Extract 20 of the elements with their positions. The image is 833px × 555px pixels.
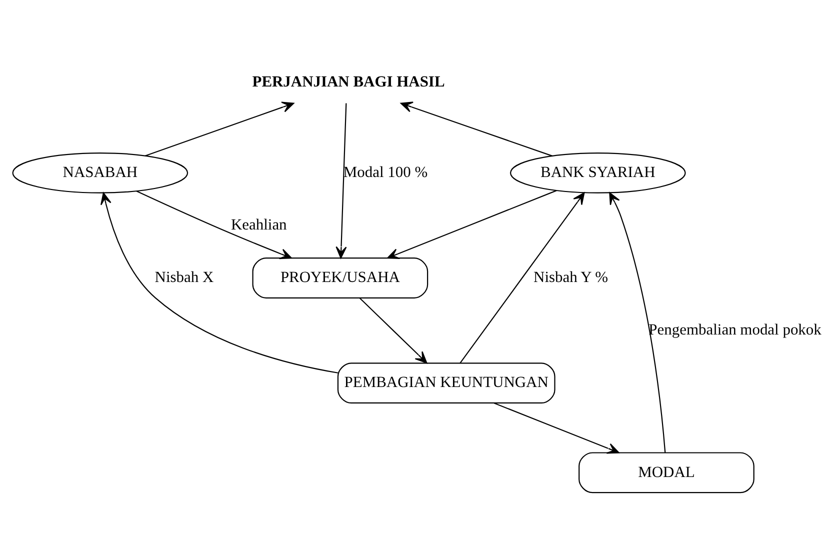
- arrow: [336, 102, 347, 258]
- arrow: [387, 190, 557, 259]
- edge-label: Modal 100 %: [343, 164, 428, 181]
- node-box: PROYEK/USAHA: [252, 257, 428, 298]
- arrow: [609, 192, 666, 452]
- edge-label: Nisbah Y %: [534, 268, 608, 286]
- arrow: [400, 101, 552, 156]
- arrow: [136, 190, 292, 259]
- edge-label: Keahlian: [230, 216, 287, 234]
- arrow: [359, 297, 428, 363]
- arrow: [460, 192, 585, 363]
- node-box: PEMBAGIAN KEUNTUNGAN: [337, 362, 556, 404]
- edge-label: Nisbah X: [154, 268, 214, 286]
- node-ellipse: NASABAH: [12, 152, 188, 193]
- arrow: [494, 402, 620, 454]
- node-text: PERJANJIAN BAGI HASIL: [252, 72, 445, 90]
- node-box: MODAL: [578, 452, 754, 493]
- arrow: [100, 192, 338, 373]
- node-ellipse: BANK SYARIAH: [510, 152, 686, 193]
- arrow: [145, 101, 294, 156]
